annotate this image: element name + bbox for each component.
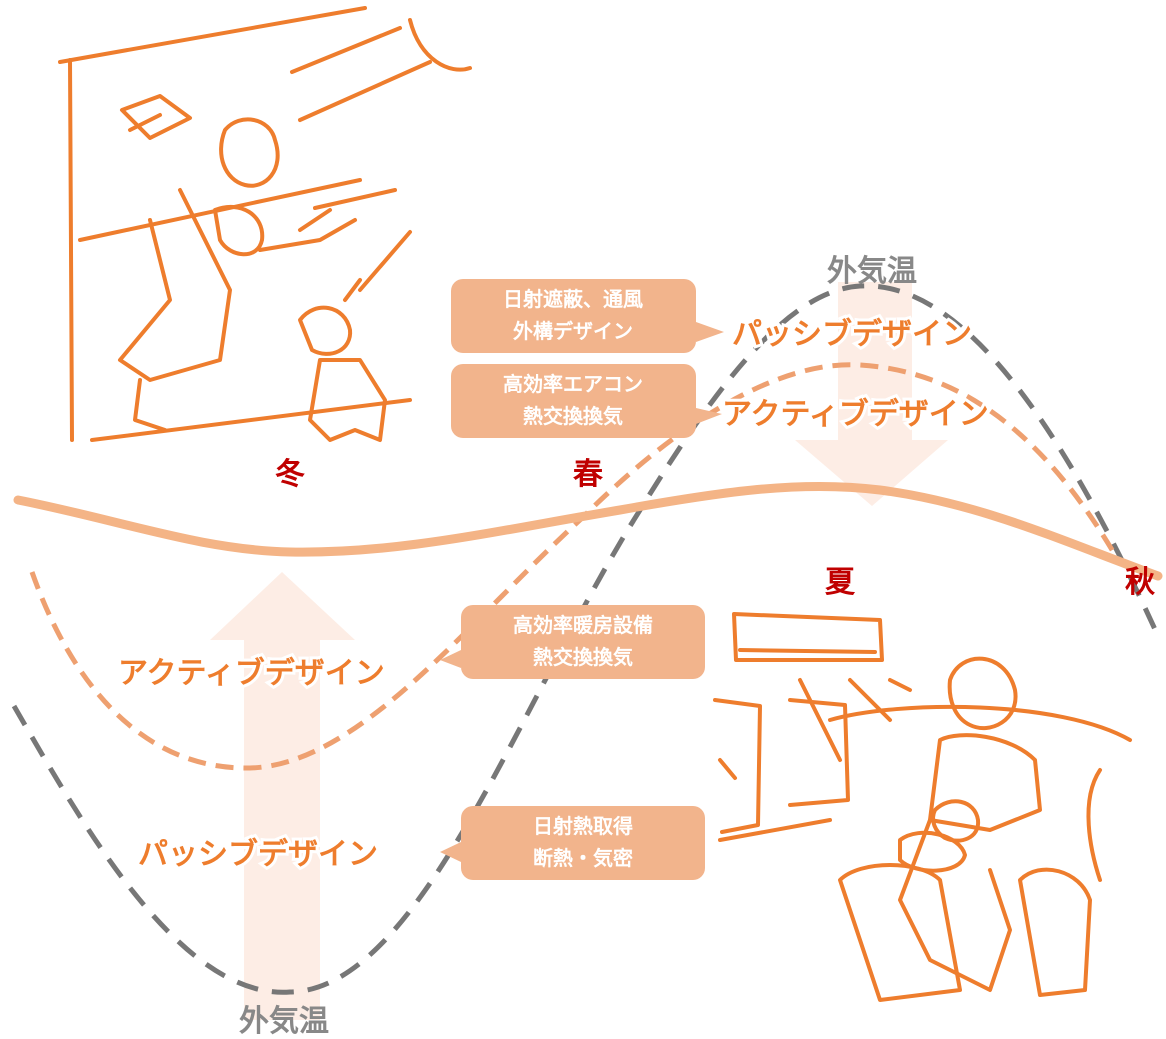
- outdoor-temp-label-top: 外気温: [827, 254, 917, 289]
- summer-passive-measures-box: 日射遮蔽、通風 外構デザイン: [451, 279, 724, 353]
- winter-passive-measure-1: 日射熱取得: [533, 814, 633, 838]
- summer-active-measure-2: 熱交換換気: [523, 404, 623, 428]
- summer-active-measure-1: 高効率エアコン: [503, 372, 643, 396]
- summer-passive-design-label: パッシブデザイン: [732, 317, 972, 352]
- outdoor-temp-curve: [11, 283, 1161, 995]
- winter-active-design-label: アクティブデザイン: [118, 656, 385, 691]
- season-autumn: 秋: [1125, 565, 1155, 600]
- winter-passive-design-label: パッシブデザイン: [138, 837, 378, 872]
- heating-arrow-up: [210, 572, 355, 1020]
- winter-passive-measure-2: 断熱・気密: [533, 846, 633, 870]
- summer-active-measures-box: 高効率エアコン 熱交換換気: [451, 364, 722, 438]
- comfort-band: [13, 481, 1163, 581]
- winter-passive-measures-box: 日射熱取得 断熱・気密: [440, 806, 705, 880]
- outdoor-temp-label-bottom: 外気温: [239, 1004, 329, 1039]
- winter-active-measure-1: 高効率暖房設備: [513, 613, 653, 637]
- winter-family-icon: [58, 6, 472, 442]
- winter-active-measures-box: 高効率暖房設備 熱交換換気: [440, 605, 705, 679]
- summer-active-design-label: アクティブデザイン: [722, 397, 989, 432]
- season-summer: 夏: [825, 565, 856, 600]
- winter-active-measure-2: 熱交換換気: [533, 645, 633, 669]
- season-winter: 冬: [275, 457, 305, 492]
- summer-passive-measure-1: 日射遮蔽、通風: [503, 287, 643, 311]
- season-spring: 春: [573, 457, 603, 492]
- summer-passive-measure-2: 外構デザイン: [513, 319, 633, 343]
- summer-aircon-family-icon: [713, 612, 1132, 1002]
- cooling-arrow-down: [795, 282, 948, 506]
